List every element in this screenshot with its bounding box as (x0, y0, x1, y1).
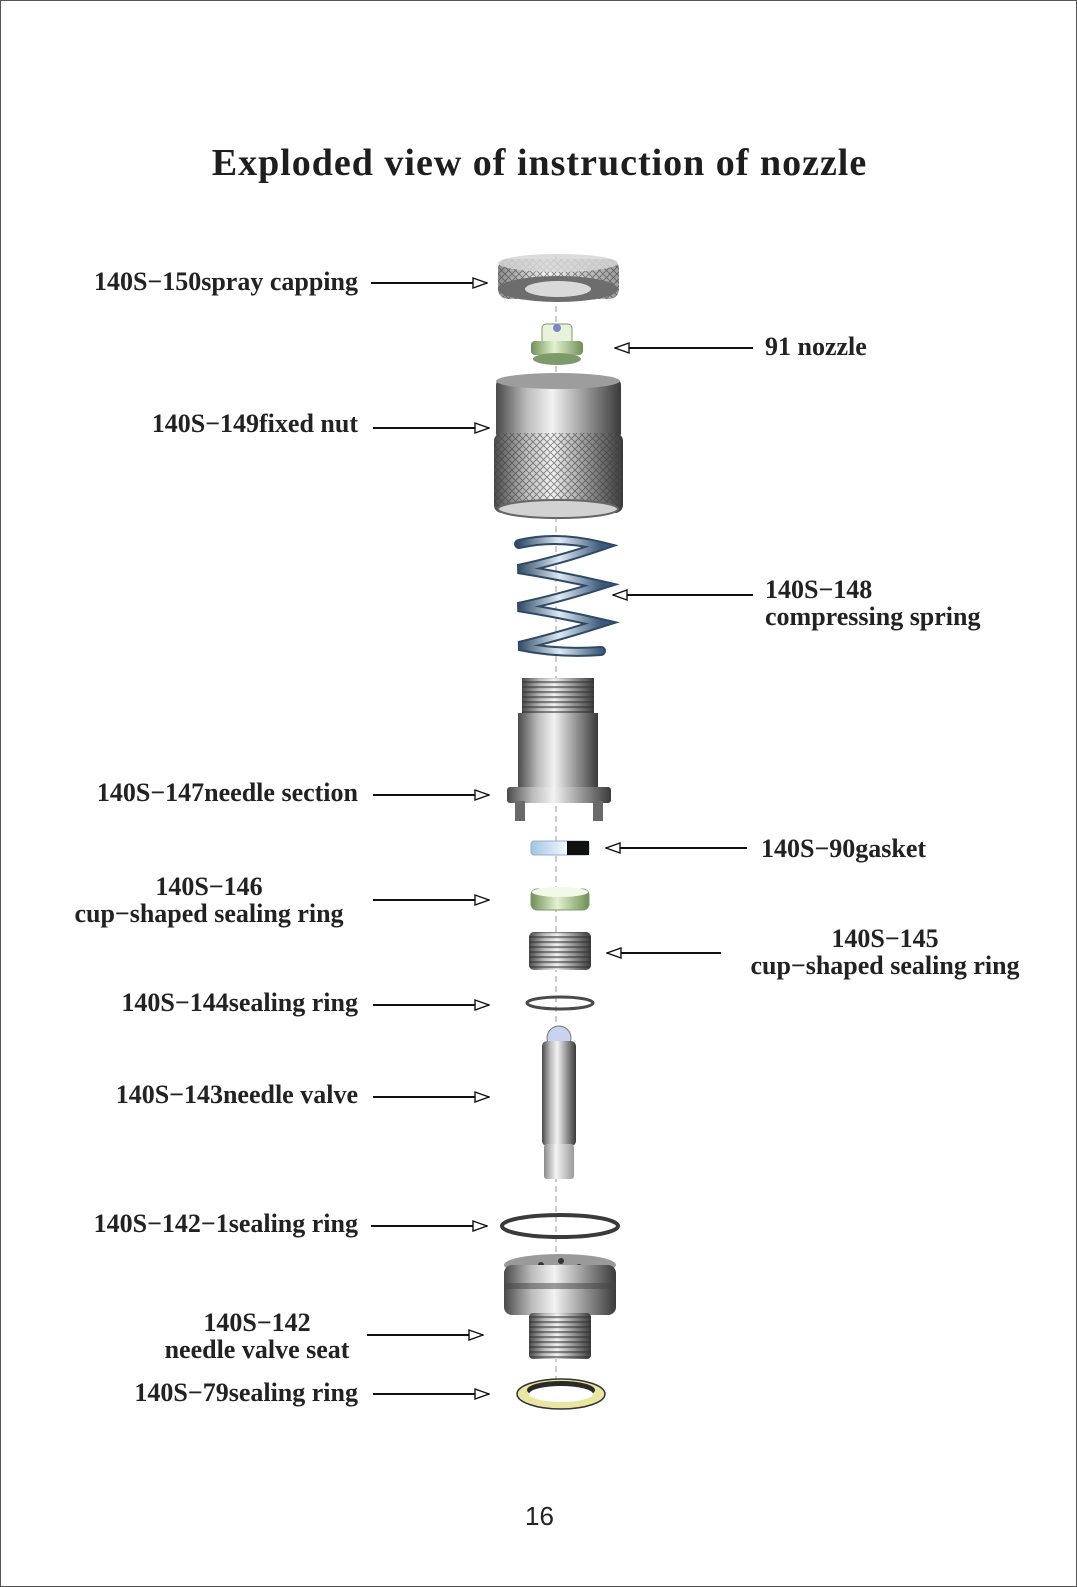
needle-section-part (507, 678, 611, 821)
label-sealing-ring-79: 140S−79sealing ring (134, 1378, 358, 1407)
compressing-spring-part (514, 535, 621, 657)
label-cup-shaped-sealing-ring-146: 140S−146 cup−shaped sealing ring (74, 872, 344, 928)
label-nozzle: 91 nozzle (765, 332, 867, 361)
label-compressing-spring: 140S−148 compressing spring (765, 575, 981, 631)
label-spray-capping: 140S−150spray capping (93, 267, 358, 296)
label-needle-valve: 140S−143needle valve (115, 1080, 358, 1109)
needle-valve-seat-part (504, 1254, 616, 1359)
needle-valve-part (542, 1025, 576, 1179)
label-cup-shaped-sealing-ring-145: 140S−145 cup−shaped sealing ring (750, 924, 1020, 980)
sealing-ring-142-1-part (500, 1213, 620, 1239)
cup-shaped-sealing-ring-146-part (530, 887, 590, 911)
sealing-ring-79-part (516, 1378, 606, 1410)
page-title: Exploded view of instruction of nozzle (211, 142, 868, 184)
sealing-ring-144-part (525, 995, 595, 1011)
label-sealing-ring-144: 140S−144sealing ring (121, 988, 358, 1017)
page-number: 16 (525, 1501, 554, 1531)
label-needle-valve-seat: 140S−142 needle valve seat (164, 1308, 350, 1364)
cup-shaped-sealing-ring-145-part (529, 932, 591, 970)
nozzle-part (531, 323, 583, 365)
label-sealing-ring-142-1: 140S−142−1sealing ring (93, 1209, 358, 1238)
label-needle-section: 140S−147needle section (96, 778, 358, 807)
label-fixed-nut: 140S−149fixed nut (151, 409, 358, 438)
gasket-part (530, 840, 590, 856)
fixed-nut-part (494, 373, 623, 519)
label-gasket: 140S−90gasket (761, 834, 927, 863)
spray-capping-part (498, 254, 619, 302)
